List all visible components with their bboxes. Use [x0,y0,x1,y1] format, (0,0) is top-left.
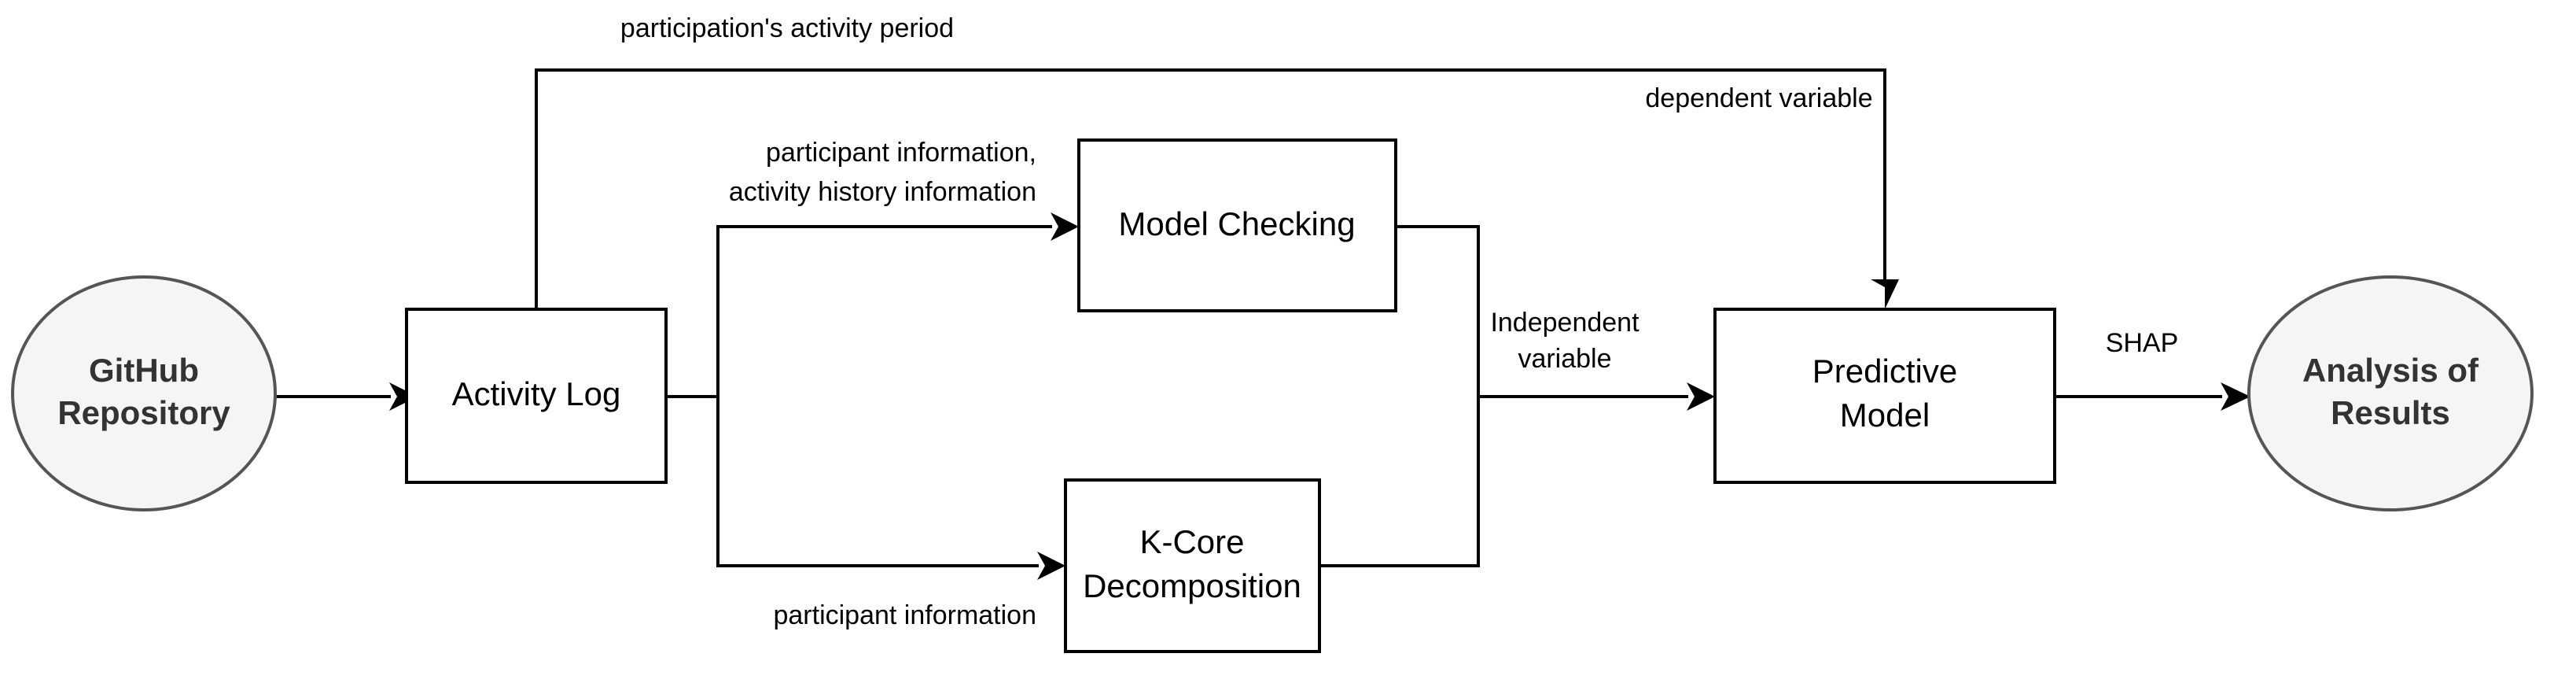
node-activity-log[interactable]: Activity Log [405,308,668,484]
arrow-head-repo-to-log [389,382,418,411]
node-analysis-of-results-shape[interactable] [2247,275,2534,511]
edge-log-to-model-checking-line [664,225,1052,398]
arrow-head-kcore [1037,552,1065,580]
edge-label-participation-activity-period: participation's activity period [620,13,954,43]
node-analysis-of-results[interactable]: Analysis of Results [2247,275,2534,511]
node-analysis-of-results-label-line2: Results [2331,394,2450,431]
edge-log-to-predictive-top: participation's activity period dependen… [535,13,1899,311]
node-k-core-decomposition-label-line2: Decomposition [1083,567,1301,604]
edge-label-participant-information-comma: participant information, [766,138,1036,168]
node-predictive-model-label-line1: Predictive [1812,353,1957,389]
edge-merge-to-predictive: Independent variable [1318,225,1715,567]
edge-log-to-kcore: participant information [664,395,1065,630]
node-activity-log-shape[interactable] [405,308,668,484]
edge-log-to-predictive-top-line [535,68,1886,311]
edge-repo-to-log [275,382,418,411]
edge-label-dependent-variable: dependent variable [1645,83,1872,113]
arrow-head-predictive-model [1687,382,1715,411]
node-k-core-decomposition[interactable]: K-Core Decomposition [1064,478,1321,653]
arrow-head-analysis [2221,382,2250,411]
edge-label-independent: Independent [1490,308,1639,338]
node-predictive-model[interactable]: Predictive Model [1713,308,2056,484]
edge-label-activity-history-information: activity history information [729,177,1036,207]
node-k-core-decomposition-label-line1: K-Core [1139,523,1244,560]
node-model-checking[interactable]: Model Checking [1077,138,1397,312]
arrow-head-dependent-variable [1871,279,1899,309]
node-github-repository[interactable]: GitHub Repository [11,275,277,511]
node-github-repository-shape[interactable] [11,275,277,511]
edge-log-to-kcore-line [664,395,1039,567]
node-model-checking-label: Model Checking [1118,205,1355,242]
node-github-repository-label-line2: Repository [57,394,230,431]
node-github-repository-label-line1: GitHub [89,352,199,389]
node-model-checking-shape[interactable] [1077,138,1397,312]
edge-label-shap: SHAP [2106,328,2179,358]
arrow-head-model-checking [1051,212,1079,241]
node-predictive-model-shape[interactable] [1713,308,2056,484]
edge-label-variable: variable [1518,344,1611,374]
node-predictive-model-label-line2: Model [1840,397,1930,434]
edge-label-participant-information: participant information [773,600,1036,630]
node-k-core-decomposition-shape[interactable] [1064,478,1321,653]
node-analysis-of-results-label-line1: Analysis of [2302,352,2479,389]
node-activity-log-label: Activity Log [452,375,621,412]
edge-log-to-model-checking: participant information, activity histor… [664,138,1079,398]
edge-predictive-to-analysis: SHAP [2053,328,2250,411]
